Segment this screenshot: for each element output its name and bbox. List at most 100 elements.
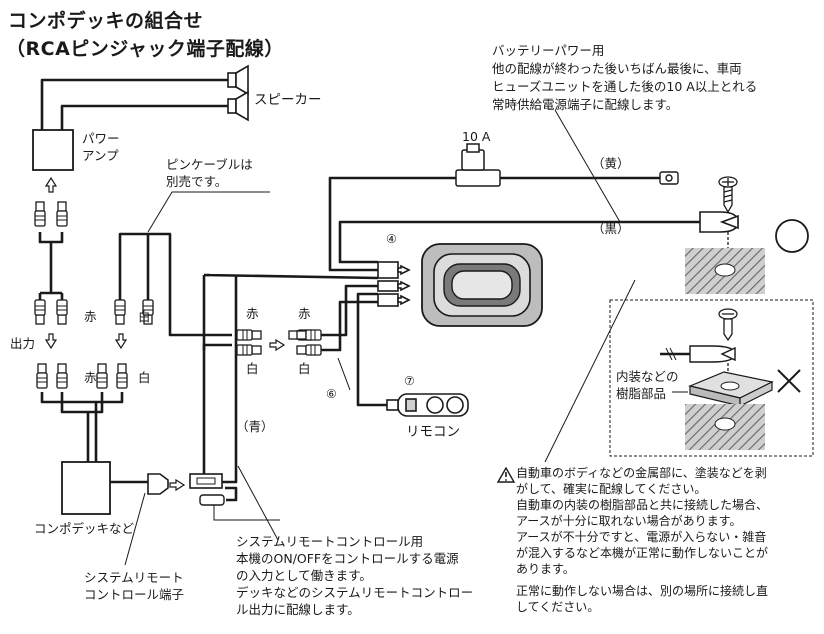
right-arrow-icon bbox=[269, 338, 286, 352]
pin-cable-leader bbox=[147, 191, 270, 233]
down-arrow-icon bbox=[114, 333, 128, 350]
ground-note-9: してください。 bbox=[516, 600, 600, 614]
sysremote-note-1: システムリモートコントロール用 bbox=[236, 534, 424, 549]
battery-note-4: 常時供給電源端子に配線します。 bbox=[492, 97, 679, 112]
rca-plug bbox=[34, 299, 46, 325]
unit-connectors bbox=[377, 261, 411, 307]
black-wire-label: （黒） bbox=[592, 221, 630, 236]
pin-cable-note-1: ピンケーブルは bbox=[166, 157, 253, 172]
rca-plug bbox=[236, 344, 262, 356]
pin-cable-note-2: 別売です。 bbox=[166, 174, 228, 189]
blue-wire-label: （青） bbox=[236, 419, 274, 434]
rca-plug bbox=[236, 329, 262, 341]
speaker-wire-lower bbox=[60, 104, 228, 130]
remote-label: リモコン bbox=[406, 424, 460, 440]
callout-7: ⑦ bbox=[404, 374, 415, 388]
unit-rca-cable bbox=[318, 284, 378, 352]
rca-plug bbox=[56, 299, 68, 325]
blue-remote-wire-end bbox=[208, 275, 238, 484]
power-amp-label-1: パワー bbox=[82, 131, 120, 146]
fuse-label: 10 A bbox=[462, 129, 491, 144]
red-label: 赤 bbox=[84, 309, 97, 324]
sysremote-note-leader bbox=[213, 465, 280, 541]
power-amp-box bbox=[32, 129, 74, 171]
power-amp-label-2: アンプ bbox=[82, 148, 119, 163]
screw-icon bbox=[718, 176, 738, 262]
white-label: 白 bbox=[138, 309, 151, 324]
fuse-holder bbox=[455, 143, 501, 187]
blue-remote-wire bbox=[202, 273, 379, 478]
ground-lug bbox=[689, 345, 736, 363]
trim-label-1: 内装などの bbox=[616, 369, 679, 384]
white-label: 白 bbox=[246, 361, 259, 376]
ground-note-5: アースが不十分ですと、電源が入らない・雑音 bbox=[516, 530, 767, 544]
sysremote-note-5: ル出力に配線します。 bbox=[236, 602, 360, 617]
right-arrow-icon bbox=[169, 478, 186, 492]
speaker-label: スピーカー bbox=[254, 92, 322, 108]
trim-label-2: 樹脂部品 bbox=[616, 386, 667, 401]
callout-4: ④ bbox=[386, 232, 397, 246]
output-label: 出力 bbox=[10, 336, 36, 351]
resin-part bbox=[688, 371, 774, 407]
rca-plug bbox=[296, 344, 322, 356]
remote-jack-cable bbox=[225, 486, 238, 502]
ground-note-leader bbox=[544, 279, 636, 463]
sys-remote-terminal-1: システムリモート bbox=[84, 570, 184, 585]
ground-wire bbox=[338, 220, 700, 264]
battery-terminal bbox=[659, 171, 679, 185]
white-label: 白 bbox=[298, 361, 311, 376]
bad-example-panel bbox=[609, 299, 814, 457]
ground-note-4: アースが十分に取れない場合があります。 bbox=[516, 514, 742, 528]
ground-lug bbox=[699, 211, 739, 233]
red-label: 赤 bbox=[298, 306, 311, 321]
ng-mark-icon bbox=[777, 369, 801, 393]
sysremote-note-3: の入力として働きます。 bbox=[236, 568, 372, 583]
page-title: コンポデッキの組合せ bbox=[8, 10, 204, 32]
battery-note-2: 他の配線が終わった後いちばん最後に、車両 bbox=[492, 61, 742, 76]
rca-plug bbox=[56, 201, 68, 227]
sys-remote-terminal-2: コントロール端子 bbox=[84, 587, 185, 602]
middle-pin-cable bbox=[118, 232, 232, 350]
ground-note-1: 自動車のボディなどの金属部に、塗装などを剥 bbox=[516, 466, 767, 480]
system-remote-plug bbox=[147, 473, 169, 495]
rca-plug bbox=[34, 201, 46, 227]
compo-deck-box bbox=[61, 461, 111, 515]
amplifier-unit bbox=[421, 243, 543, 327]
down-arrow-icon bbox=[44, 333, 58, 350]
rca-plug bbox=[114, 299, 126, 325]
remote-connector-b bbox=[199, 494, 225, 506]
up-arrow-icon bbox=[44, 176, 58, 193]
battery-note-leader bbox=[554, 109, 621, 223]
ground-note-3: 自動車の内装の樹脂部品と共に接続した場合、 bbox=[516, 498, 769, 512]
ground-note-2: がして、確実に配線してください。 bbox=[516, 482, 707, 496]
speaker-lower bbox=[227, 90, 249, 122]
battery-wire bbox=[328, 176, 660, 272]
speaker-wire-upper bbox=[40, 78, 228, 130]
ground-note-8: 正常に動作しない場合は、別の場所に接続し直 bbox=[516, 584, 769, 598]
rca-plug bbox=[96, 363, 108, 389]
rca-plug bbox=[56, 363, 68, 389]
page-subtitle: （RCAピンジャック端子配線） bbox=[6, 38, 284, 60]
deck-output-cable bbox=[40, 392, 124, 462]
rca-plug bbox=[36, 363, 48, 389]
yellow-wire-label: （黄） bbox=[592, 156, 630, 171]
sysremote-note-4: デッキなどのシステムリモートコントロー bbox=[236, 585, 474, 600]
num6-leader bbox=[337, 357, 351, 391]
ok-mark-icon bbox=[775, 219, 809, 253]
terminal-leader bbox=[124, 492, 146, 566]
amp-pin-cable bbox=[38, 232, 64, 300]
speaker-upper bbox=[227, 64, 249, 96]
callout-6: ⑥ bbox=[326, 387, 337, 401]
red-label: 赤 bbox=[84, 370, 97, 385]
white-label: 白 bbox=[138, 370, 151, 385]
battery-note-1: バッテリーパワー用 bbox=[492, 43, 605, 58]
remote-connector bbox=[189, 473, 223, 489]
warning-triangle-icon bbox=[496, 466, 516, 483]
red-label: 赤 bbox=[246, 306, 259, 321]
rca-plug bbox=[116, 363, 128, 389]
sysremote-note-2: 本機のON/OFFをコントロールする電源 bbox=[236, 551, 459, 566]
remote-control-unit bbox=[386, 393, 469, 417]
screw-icon bbox=[718, 308, 738, 392]
rca-plug bbox=[296, 329, 322, 341]
